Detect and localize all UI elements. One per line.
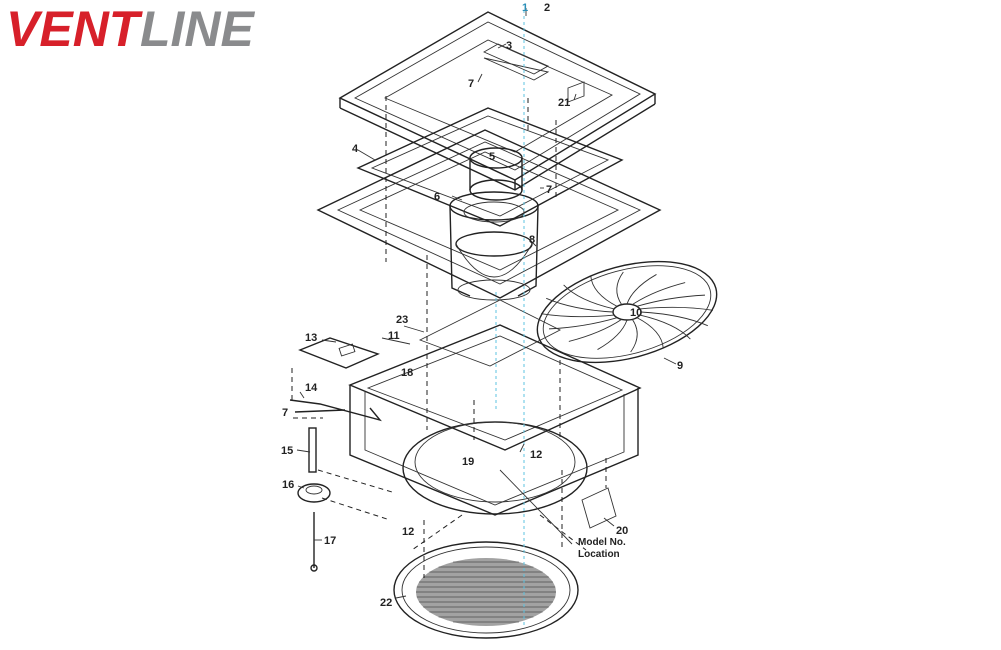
- fan-spoke: [630, 319, 638, 353]
- fan-spoke: [549, 317, 618, 330]
- grille-mesh: [416, 561, 556, 623]
- callout-4: 4: [352, 143, 359, 155]
- fan-spoke: [639, 314, 691, 340]
- callout-16: 16: [282, 479, 294, 491]
- callout-20: 20: [616, 525, 628, 537]
- callout-18: 18: [401, 367, 413, 379]
- callout-3: 3: [506, 40, 512, 52]
- lower-housing: [348, 299, 642, 529]
- callout-19: 19: [462, 456, 474, 468]
- screen-grille: [393, 541, 579, 639]
- callout-10: 10: [630, 307, 642, 319]
- fan-spoke: [636, 317, 664, 349]
- gasket: [356, 107, 624, 227]
- callout-7a: 7: [468, 78, 474, 90]
- motor: [469, 147, 523, 201]
- logo-line: LINE: [140, 2, 256, 54]
- assembly-lines: [291, 10, 607, 625]
- fan-spoke: [568, 319, 622, 342]
- model-no-label: Model No.: [578, 537, 626, 548]
- fan-spokes: [541, 271, 713, 353]
- callout-21: 21: [558, 97, 570, 109]
- callout-7c: 7: [282, 407, 288, 419]
- callout-5: 5: [489, 151, 495, 163]
- fan-spoke: [640, 311, 708, 327]
- callout-15: 15: [281, 445, 293, 457]
- callout-1: 1: [522, 2, 528, 14]
- fan-spoke: [636, 294, 705, 307]
- callout-12a: 12: [530, 449, 542, 461]
- ventline-logo: VENT LINE: [6, 2, 256, 54]
- callout-8: 8: [529, 234, 535, 246]
- logo-vent: VENT: [6, 2, 144, 54]
- leader-lines: [296, 8, 677, 599]
- fan-spoke: [563, 284, 615, 310]
- fan-blade: [536, 260, 718, 364]
- model-no-location: Location: [578, 549, 620, 560]
- callout-22: 22: [380, 597, 392, 609]
- callout-7b: 7: [546, 184, 552, 196]
- callout-17: 17: [324, 535, 336, 547]
- callout-14: 14: [305, 382, 318, 394]
- callout-12b: 12: [402, 526, 414, 538]
- fan-spoke: [541, 313, 615, 318]
- fan-spoke: [590, 275, 618, 307]
- crank-assembly: [289, 337, 382, 572]
- fan-spoke: [626, 274, 657, 305]
- callout-2: 2: [544, 2, 550, 14]
- lid-frame: [338, 11, 657, 191]
- callout-23: 23: [396, 314, 408, 326]
- callout-6: 6: [434, 191, 440, 203]
- callout-13: 13: [305, 332, 317, 344]
- callout-labels: 1 2 3 4 5 6 7 7 7 8 9 10 11 12 12 13 14 …: [281, 2, 683, 609]
- base-flange: [316, 129, 662, 299]
- callout-9: 9: [677, 360, 683, 372]
- fan-spoke: [546, 297, 614, 313]
- fan-spoke: [632, 282, 686, 305]
- fan-spoke: [616, 271, 624, 305]
- fan-spoke: [639, 306, 713, 311]
- fan-spoke: [597, 319, 628, 350]
- callout-11: 11: [388, 330, 400, 342]
